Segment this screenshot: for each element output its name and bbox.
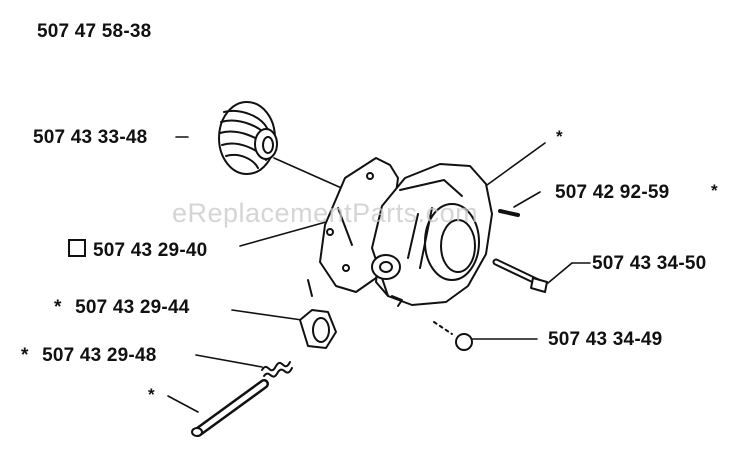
part-label-507-42-92-59: 507 42 92-59 xyxy=(555,183,669,202)
part-number: 507 43 33-48 xyxy=(33,127,148,148)
part-number: 507 43 34-50 xyxy=(592,253,707,274)
kit-box-icon xyxy=(68,239,86,257)
part-marker-asterisk: * xyxy=(711,181,718,200)
part-number: 507 43 29-48 xyxy=(42,345,157,366)
part-marker-asterisk: * xyxy=(148,385,155,404)
part-label-507-43-29-40: 507 43 29-40 xyxy=(68,239,207,260)
screw-part xyxy=(433,321,473,351)
small-spring-part xyxy=(261,361,293,378)
spring-drum-part xyxy=(218,101,278,175)
part-label-507-43-34-50: 507 43 34-50 xyxy=(592,254,706,273)
assembly-number: 507 47 58-38 xyxy=(37,21,152,42)
part-label-507-43-34-49: 507 43 34-49 xyxy=(548,330,662,349)
part-number: 507 43 29-40 xyxy=(93,240,208,261)
watermark: eReplacementParts.com xyxy=(172,198,479,228)
leader-lines xyxy=(167,136,591,413)
part-label-507-43-33-48: 507 43 33-48 xyxy=(33,128,147,147)
part-number: 507 42 92-59 xyxy=(555,182,670,203)
pin-part xyxy=(498,209,520,217)
rod-part xyxy=(191,379,269,437)
part-number: 507 43 34-49 xyxy=(548,329,663,350)
part-label-507-43-29-48: * 507 43 29-48 xyxy=(21,346,156,365)
bolt-part xyxy=(492,258,548,293)
housing-part xyxy=(371,163,493,307)
nozzle-part xyxy=(299,279,337,349)
part-marker-asterisk: * xyxy=(556,127,563,146)
part-marker: * xyxy=(54,297,62,318)
part-number: 507 43 29-44 xyxy=(75,297,190,318)
part-marker: * xyxy=(21,345,29,366)
part-label-507-43-29-44: * 507 43 29-44 xyxy=(54,298,189,317)
